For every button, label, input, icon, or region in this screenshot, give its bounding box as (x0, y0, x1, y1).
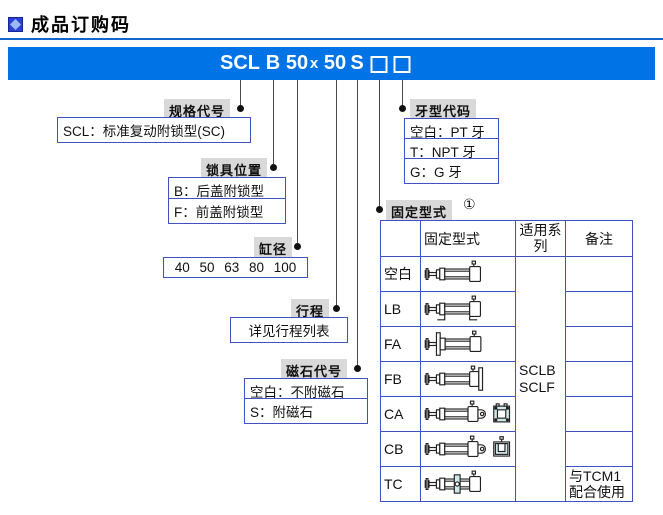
order-code-bar: SCL B 50 x 50 S (8, 47, 655, 80)
cylinder-clevis-a-icon (424, 400, 511, 423)
connector-line-bore (297, 80, 298, 246)
note-cell (565, 326, 633, 362)
table-row: TC 与TCM1 配合使用 (380, 466, 633, 502)
mount-footnote-mark: ① (463, 196, 476, 212)
code-part-x: x (309, 55, 319, 72)
lock-option-f: F：前盖附锁型 (168, 198, 286, 224)
page-title: 成品订购码 (31, 15, 131, 35)
connector-dot-stroke (333, 305, 340, 312)
callout-label-spec: 规格代号 (164, 99, 231, 122)
mount-code: FB (380, 361, 421, 397)
note-cell (565, 256, 633, 292)
table-row: CB (380, 431, 633, 467)
title-underline (0, 38, 663, 40)
mount-code: CB (380, 431, 421, 467)
code-placeholder-box-2 (393, 56, 411, 73)
connector-dot-spec (237, 105, 244, 112)
note-cell-tc: 与TCM1 配合使用 (565, 466, 633, 502)
connector-dot-thread (399, 105, 406, 112)
callout-label-thread: 牙型代码 (410, 99, 477, 122)
code-part-stroke: 50 (323, 52, 347, 74)
bore-options: 40 50 63 80 100 (163, 257, 308, 278)
mount-code: LB (380, 291, 421, 327)
series-cell: SCLB SCLF (515, 256, 566, 502)
code-part-magnet: S (350, 52, 364, 74)
table-row: LB (380, 291, 633, 327)
table-row: CA (380, 396, 633, 432)
callout-label-lock: 锁具位置 (201, 158, 268, 181)
table-row: FA (380, 326, 633, 362)
callout-label-bore: 缸径 (254, 237, 293, 260)
mount-code: FA (380, 326, 421, 362)
note-cell (565, 396, 633, 432)
table-header-note: 备注 (565, 220, 633, 257)
table-header-series: 适用系列 (515, 220, 566, 257)
table-row: 空白 SCLB SCLF (380, 256, 633, 502)
cylinder-rear-flange-icon (424, 365, 484, 391)
magnet-option-s: S：附磁石 (244, 398, 368, 424)
table-header-type: 固定型式 (420, 220, 516, 257)
section-bullet-icon (8, 16, 23, 32)
table-header-blank (380, 220, 421, 257)
code-part-lock: B (265, 52, 281, 74)
connector-dot-magnet (354, 365, 361, 372)
mount-type-table: 固定型式 适用系列 备注 空白 SCLB SCLF (380, 220, 633, 502)
connector-dot-mount (376, 206, 383, 213)
cylinder-basic-icon (424, 260, 482, 283)
code-part-series: SCL (220, 52, 260, 74)
cylinder-foot-mount-icon (424, 295, 482, 321)
connector-line-lock (273, 80, 274, 167)
note-cell (565, 361, 633, 397)
connector-line-mount (379, 80, 380, 209)
callout-label-mount: 固定型式 (386, 200, 453, 223)
code-placeholder-box-1 (370, 56, 388, 73)
callout-label-stroke: 行程 (291, 299, 330, 322)
thread-option-g: G：G 牙 (404, 158, 499, 184)
connector-line-thread (402, 80, 403, 108)
note-cell (565, 431, 633, 467)
connector-line-spec (240, 80, 241, 108)
code-part-bore: 50 (285, 52, 309, 74)
connector-dot-bore (294, 243, 301, 250)
cylinder-front-flange-icon (424, 330, 482, 356)
spec-option: SCL：标准复动附锁型(SC) (57, 117, 251, 143)
connector-line-magnet (357, 80, 358, 368)
stroke-option: 详见行程列表 (230, 317, 348, 343)
connector-line-stroke (336, 80, 337, 308)
cylinder-trunnion-icon (424, 470, 482, 494)
note-cell (565, 291, 633, 327)
cylinder-clevis-b-icon (424, 435, 511, 458)
connector-dot-lock (270, 164, 277, 171)
callout-label-magnet: 磁石代号 (281, 359, 348, 382)
table-row: FB (380, 361, 633, 397)
mount-code: CA (380, 396, 421, 432)
section-title: 成品订购码 (8, 11, 131, 37)
mount-code: TC (380, 466, 421, 502)
mount-code: 空白 (380, 256, 421, 292)
